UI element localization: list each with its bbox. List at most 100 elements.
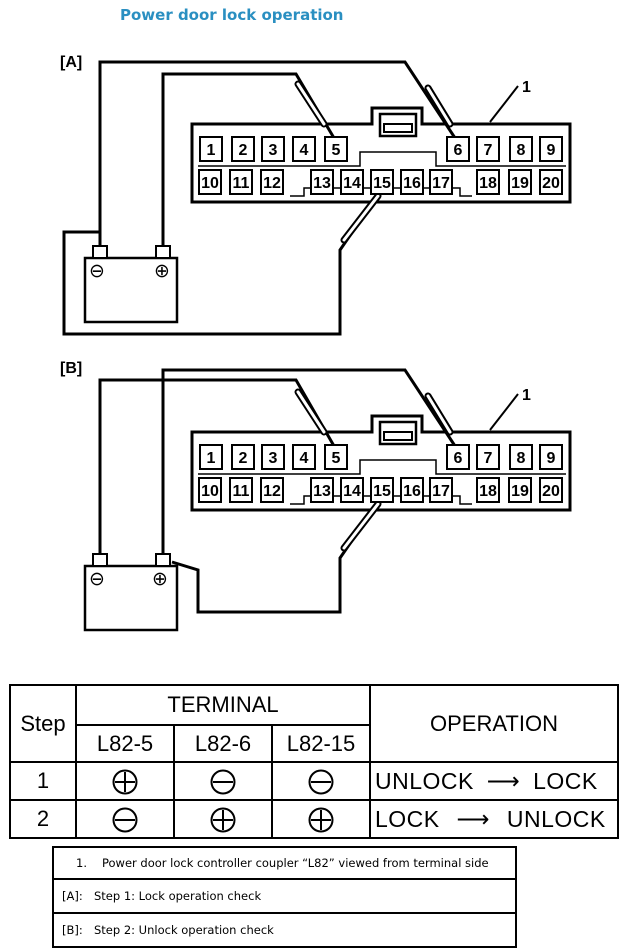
minus-icon (210, 769, 236, 795)
page-title: Power door lock operation (120, 6, 344, 24)
pin-label: 16 (403, 483, 421, 500)
pin-label: 10 (201, 483, 219, 500)
legend-text: Power door lock controller coupler “L82”… (102, 856, 489, 870)
minus-icon (308, 769, 334, 795)
pin-box (509, 444, 533, 470)
legend-item: [A]: Step 1: Lock operation check (52, 880, 517, 914)
pin-box (310, 169, 334, 195)
pin-label: 18 (479, 483, 497, 500)
pin-box (539, 136, 563, 162)
table-row: 2 LOCK ⟶ UNLOCK (9, 799, 619, 839)
pin-box (539, 169, 563, 195)
pin-box (231, 136, 255, 162)
pin-box (429, 477, 453, 503)
pin-box (476, 136, 500, 162)
terminal-l82-5: L82-5 (75, 724, 175, 763)
battery-positive-a: ⊕ (154, 260, 170, 282)
pin-label: 18 (479, 175, 497, 192)
pin-box (446, 136, 470, 162)
battery-positive-b: ⊕ (152, 568, 168, 590)
table-row: 1 UNLOCK ⟶ LOCK (9, 761, 619, 801)
pin-box (429, 169, 453, 195)
pin-label: 14 (343, 483, 361, 500)
pin-box (310, 477, 334, 503)
pin-box (370, 169, 394, 195)
plus-icon (112, 769, 138, 795)
legend-key: [B]: (62, 923, 83, 937)
legend-text: Step 2: Unlock operation check (94, 923, 274, 937)
pin-label: 3 (269, 142, 278, 159)
pin-label: 4 (300, 142, 309, 159)
op-from: UNLOCK (375, 767, 474, 794)
legend-item: [B]: Step 2: Unlock operation check (52, 914, 517, 948)
minus-icon (112, 807, 138, 833)
pin-box (260, 169, 284, 195)
pin-label: 8 (517, 450, 526, 467)
pin-label: 5 (332, 450, 341, 467)
pin-label: 13 (313, 483, 331, 500)
pin-box (400, 169, 424, 195)
pin-box (324, 444, 348, 470)
pin-label: 1 (207, 142, 216, 159)
pin-label: 9 (547, 450, 556, 467)
pin-label: 17 (432, 483, 450, 500)
legend-text: Step 1: Lock operation check (94, 889, 262, 903)
label-b: [B] (60, 360, 82, 377)
pin-label: 13 (313, 175, 331, 192)
pin-box (476, 169, 500, 195)
pin-label: 10 (201, 175, 219, 192)
plus-icon (210, 807, 236, 833)
pin-label: 15 (373, 483, 391, 500)
pin-box (476, 444, 500, 470)
pin-box (509, 136, 533, 162)
pin-box (261, 136, 285, 162)
pin-box (198, 477, 222, 503)
pin-label: 12 (263, 483, 281, 500)
pin-label: 3 (269, 450, 278, 467)
pin-box (199, 136, 223, 162)
pin-box (261, 444, 285, 470)
pin-label: 19 (511, 175, 529, 192)
step-cell: 2 (9, 799, 77, 839)
pin-box (198, 169, 222, 195)
pin-label: 1 (207, 450, 216, 467)
pin-label: 2 (239, 142, 248, 159)
header-step: Step (9, 684, 77, 763)
pin-box (229, 169, 253, 195)
pin-label: 15 (373, 175, 391, 192)
pin-box (231, 444, 255, 470)
pin-box (199, 444, 223, 470)
plus-icon (308, 807, 334, 833)
pin-label: 12 (263, 175, 281, 192)
pin-label: 16 (403, 175, 421, 192)
pin-box (260, 477, 284, 503)
pin-box (324, 136, 348, 162)
legend-item: 1. Power door lock controller coupler “L… (52, 846, 517, 880)
pin-label: 7 (484, 142, 493, 159)
pin-label: 7 (484, 450, 493, 467)
battery-negative-b: ⊖ (89, 568, 105, 590)
terminal-l82-6: L82-6 (173, 724, 273, 763)
pin-box (292, 136, 316, 162)
pin-box (370, 477, 394, 503)
header-terminal: TERMINAL (75, 684, 371, 726)
pin-label: 11 (233, 483, 250, 500)
op-to: UNLOCK (506, 805, 606, 832)
pin-box (508, 169, 532, 195)
pin-box (340, 169, 364, 195)
pin-label: 6 (454, 142, 463, 159)
pin-box (229, 477, 253, 503)
pin-label: 8 (517, 142, 526, 159)
pin-label: 2 (239, 450, 248, 467)
callout-1-b: 1 (522, 387, 531, 404)
pin-box (400, 477, 424, 503)
terminal-l82-15: L82-15 (271, 724, 371, 763)
operation-table: Step TERMINAL OPERATION L82-5 L82-6 L82-… (9, 684, 619, 839)
pin-label: 14 (343, 175, 361, 192)
arrow-right-icon: ⟶ (456, 805, 491, 832)
pin-label: 11 (233, 175, 250, 192)
legend-key: [A]: (62, 889, 83, 903)
